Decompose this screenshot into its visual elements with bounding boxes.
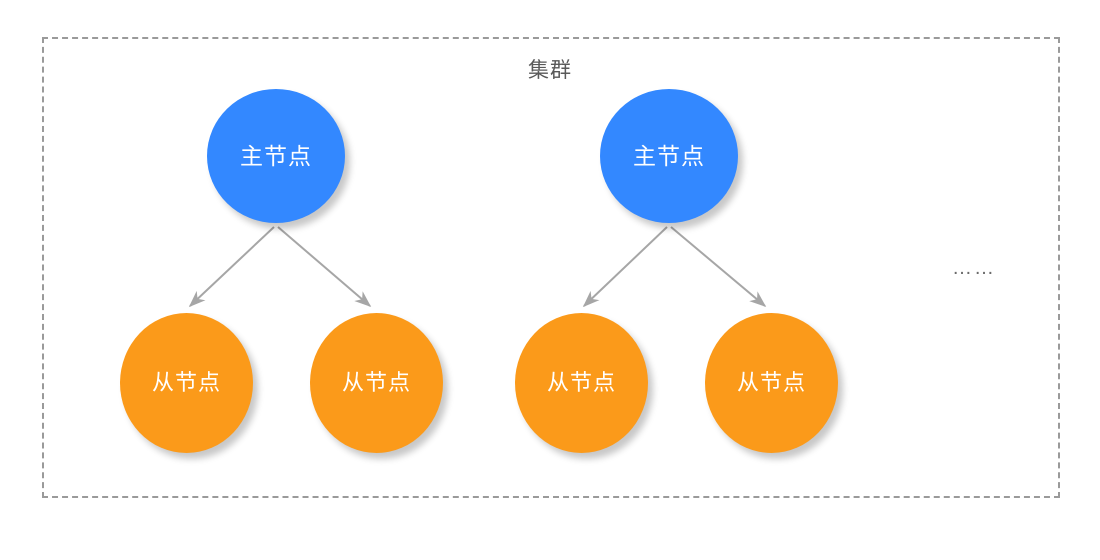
slave-node[interactable]: 从节点 (310, 313, 443, 453)
master-node[interactable]: 主节点 (600, 89, 738, 223)
slave-node[interactable]: 从节点 (515, 313, 648, 453)
master-node-label: 主节点 (240, 142, 312, 169)
more-groups-ellipsis: …… (952, 257, 996, 279)
cluster-boundary (42, 37, 1060, 498)
master-node-label: 主节点 (633, 142, 705, 169)
slave-node-label: 从节点 (341, 370, 411, 395)
master-node[interactable]: 主节点 (207, 89, 345, 223)
slave-node[interactable]: 从节点 (705, 313, 838, 453)
slave-node-label: 从节点 (736, 370, 806, 395)
slave-node-label: 从节点 (151, 370, 221, 395)
slave-node[interactable]: 从节点 (120, 313, 253, 453)
cluster-title: 集群 (528, 59, 572, 82)
slave-node-label: 从节点 (546, 370, 616, 395)
